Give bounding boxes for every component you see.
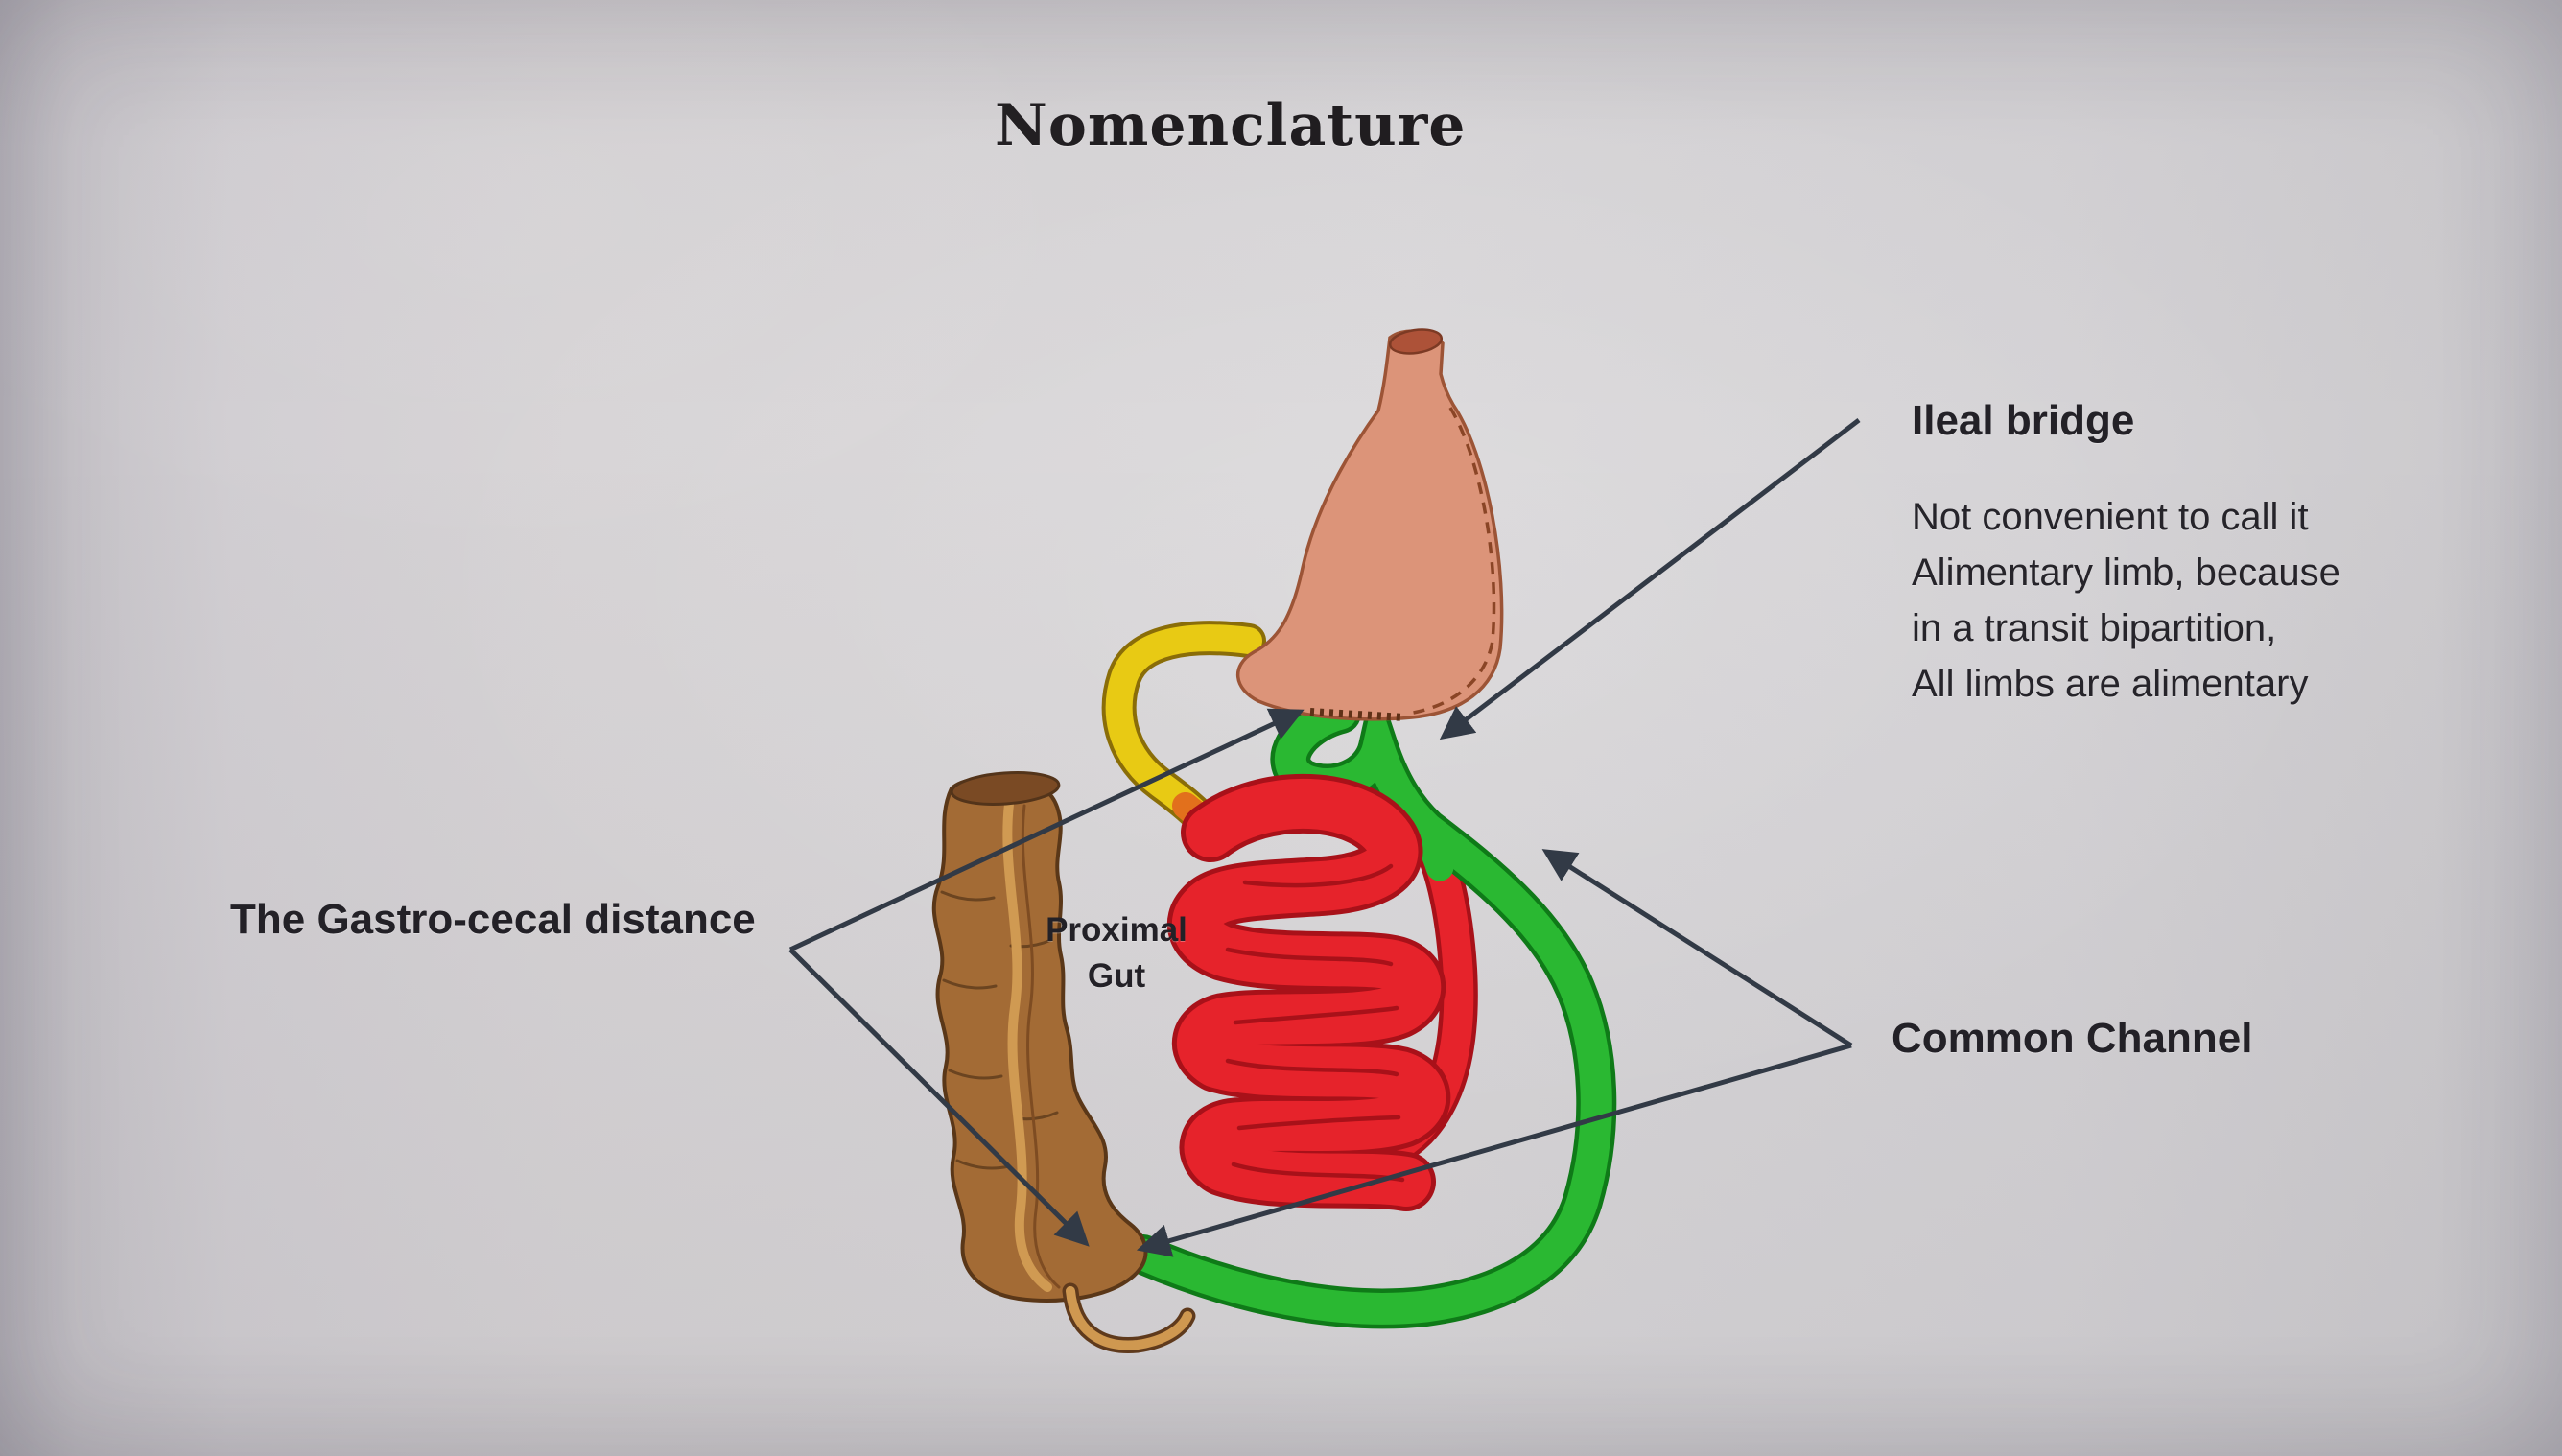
appendix bbox=[1062, 1282, 1196, 1353]
arrow-common-channel-lower bbox=[1136, 1043, 1852, 1257]
label-gastro-cecal-distance: The Gastro-cecal distance bbox=[230, 896, 756, 943]
annotation-arrows bbox=[788, 418, 1861, 1257]
arrow-common-channel-upper bbox=[1541, 849, 1853, 1048]
note-line-4: All limbs are alimentary bbox=[1912, 663, 2309, 705]
proximal-gut-line-1: Proximal bbox=[1046, 911, 1187, 949]
note-line-2: Alimentary limb, because bbox=[1912, 552, 2340, 594]
staple-line bbox=[1407, 407, 1496, 716]
proximal-gut-coil bbox=[1167, 773, 1451, 1211]
taenia-shadow bbox=[1021, 804, 1061, 1289]
page-title: Nomenclature bbox=[995, 92, 1467, 159]
colon bbox=[931, 771, 1196, 1353]
red-green-transition bbox=[1404, 809, 1454, 881]
label-common-channel: Common Channel bbox=[1892, 1015, 2253, 1062]
ileal-bridge-note: Not convenient to call it Alimentary lim… bbox=[1912, 489, 2340, 712]
taenia-coli bbox=[1002, 799, 1052, 1292]
note-line-3: in a transit bipartition, bbox=[1912, 607, 2277, 649]
note-line-1: Not convenient to call it bbox=[1912, 496, 2309, 538]
arrow-ileal-bridge bbox=[1439, 418, 1861, 740]
sleeve-stomach bbox=[1236, 328, 1504, 721]
label-ileal-bridge: Ileal bridge bbox=[1912, 397, 2135, 444]
arrow-gastrocecal-to-cecum bbox=[788, 948, 1090, 1247]
proximal-gut-line-2: Gut bbox=[1087, 957, 1146, 995]
colon-cut-end bbox=[950, 771, 1061, 806]
arrow-gastrocecal-to-anastomosis bbox=[788, 708, 1305, 952]
gastro-ileal-anastomosis bbox=[1309, 708, 1405, 721]
label-proximal-gut: Proximal Gut bbox=[1034, 907, 1199, 999]
esophagus-cut-end bbox=[1388, 328, 1444, 355]
